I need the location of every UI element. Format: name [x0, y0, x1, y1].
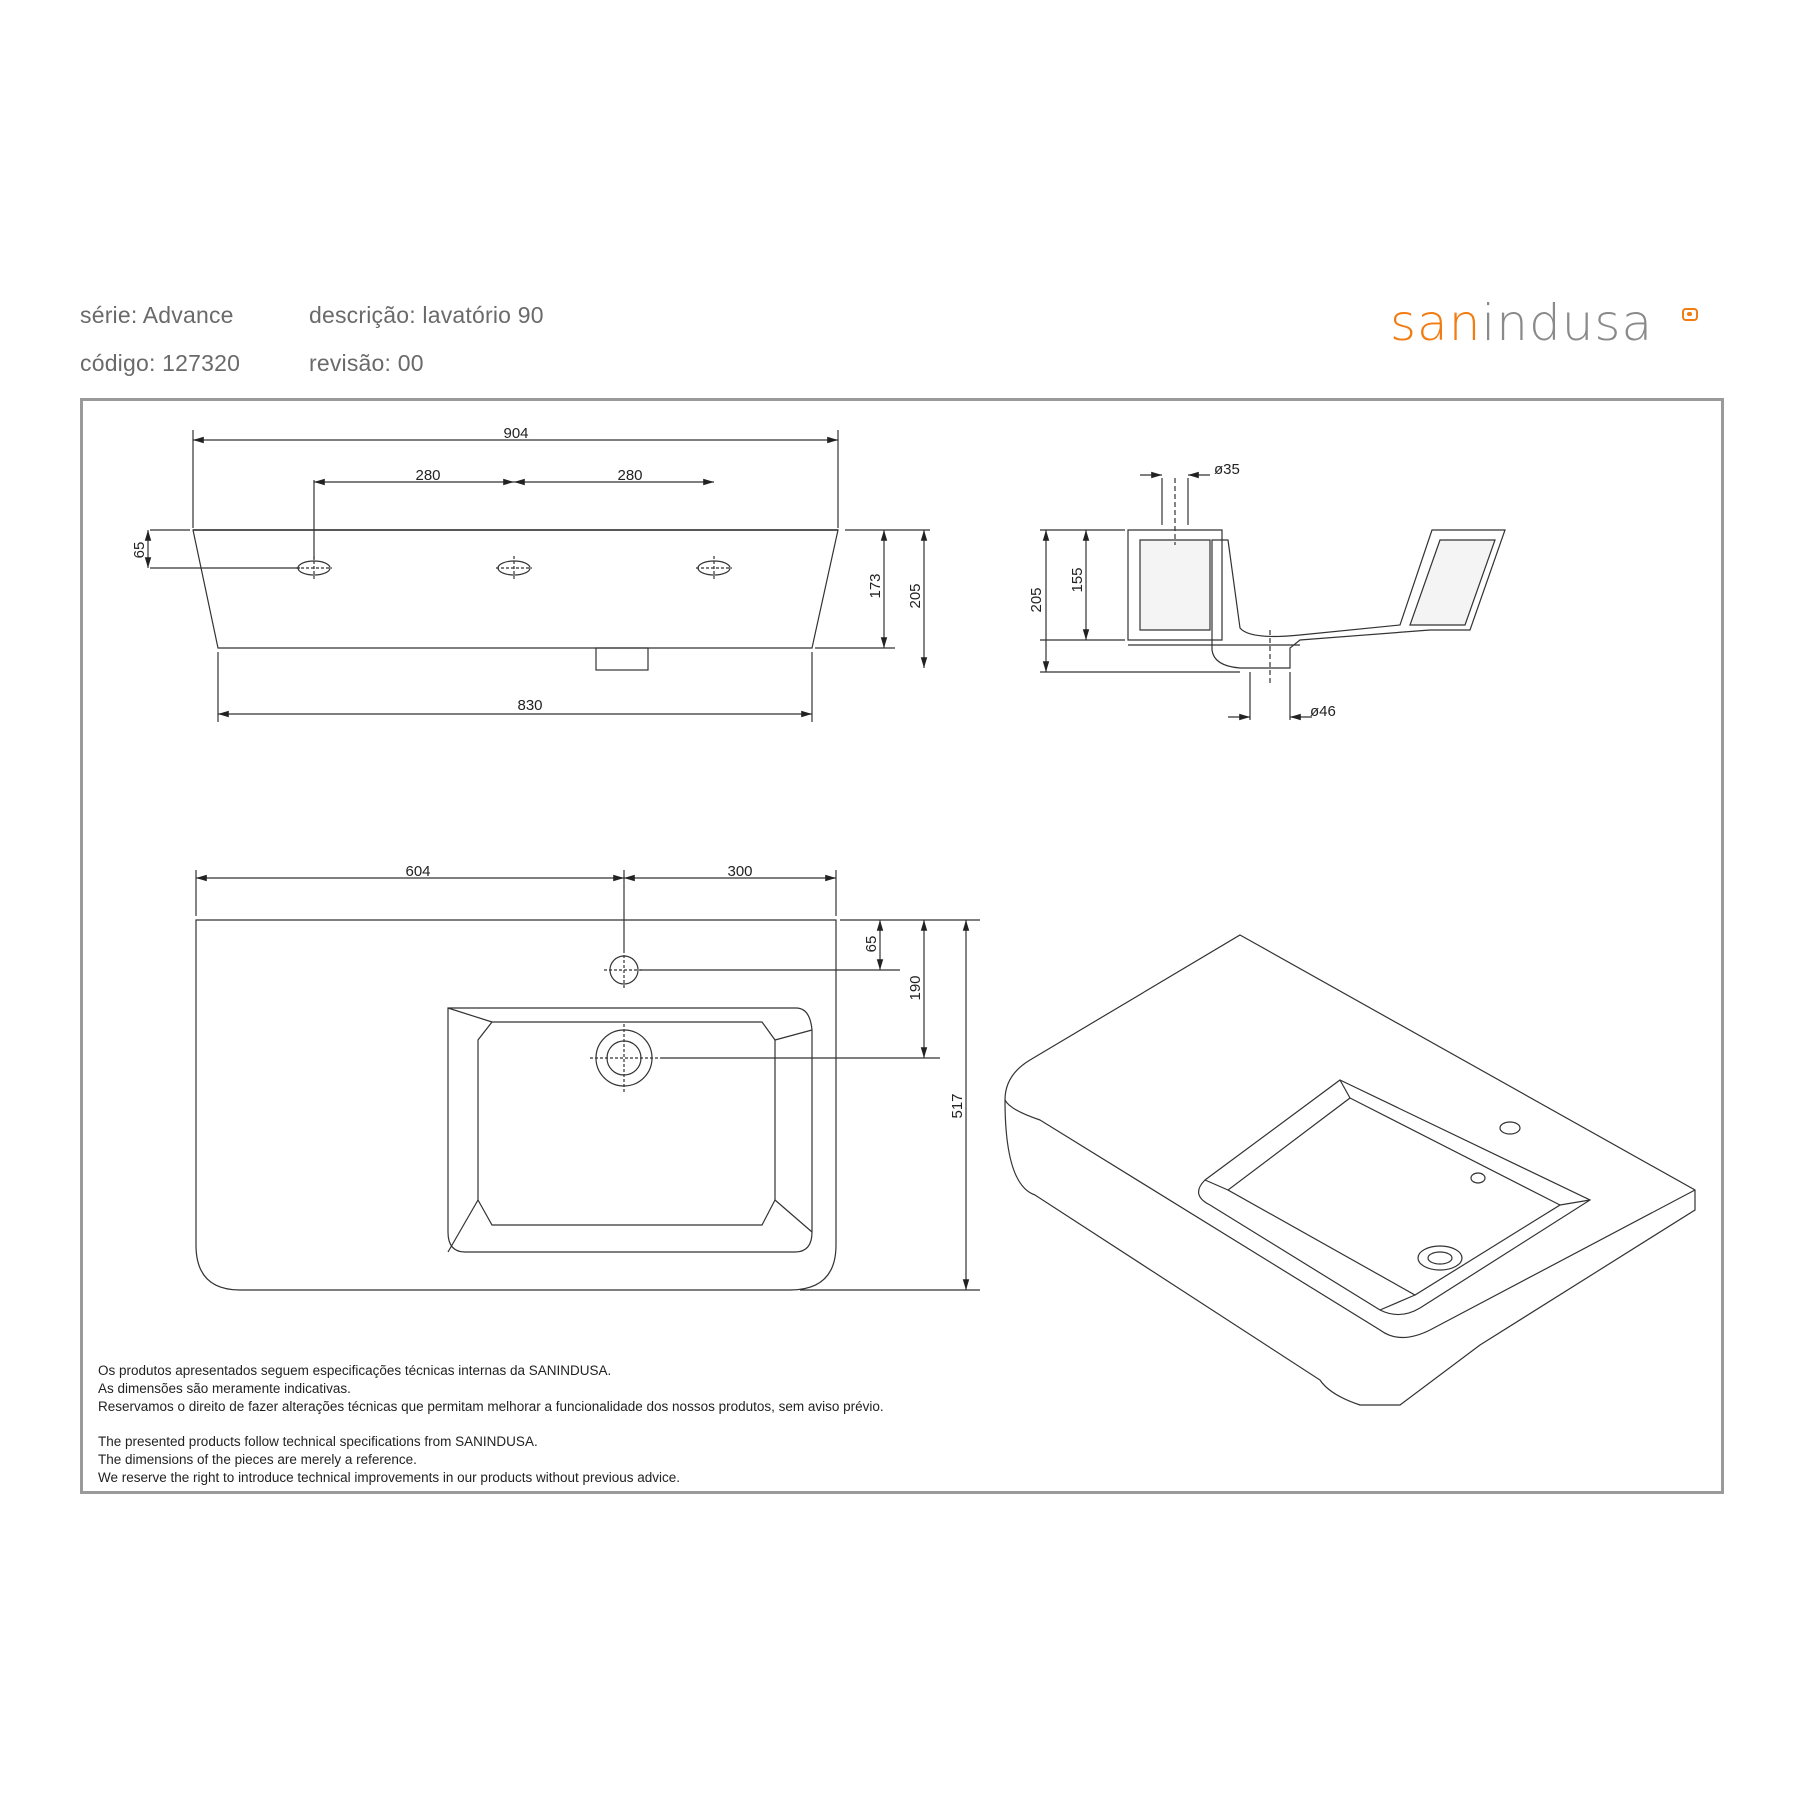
- dim-text-173: 173: [867, 573, 884, 598]
- front-tap-hole-right: [696, 556, 732, 580]
- logo-part-b: indusa: [1481, 294, 1654, 352]
- dim-text-904: 904: [503, 425, 528, 442]
- iso-waste-drain: [1417, 1245, 1463, 1271]
- note-pt-2: As dimensões são meramente indicativas.: [98, 1381, 351, 1396]
- logo-mark-icon: [1682, 308, 1698, 321]
- note-pt-3: Reservamos o direito de fazer alterações…: [98, 1399, 884, 1414]
- dim-text-155: 155: [1069, 567, 1086, 592]
- revisao-label: revisão: 00: [309, 350, 424, 376]
- dim-text-65-front: 65: [131, 542, 148, 559]
- dim-text-ø35: ø35: [1214, 461, 1240, 478]
- sanindusa-logo: sanindusa: [1390, 298, 1653, 348]
- isometric-view: [1004, 934, 1696, 1406]
- top-waste-drain: [590, 1024, 658, 1092]
- front-view: [144, 430, 930, 722]
- dim-text-280-right: 280: [617, 467, 642, 484]
- iso-outline: [1004, 934, 1696, 1406]
- iso-basin-bowl: [1226, 1097, 1562, 1296]
- front-view-outline: [192, 529, 839, 649]
- iso-top-edge: [1004, 1099, 1696, 1339]
- side-basin-section: [1211, 529, 1506, 669]
- side-back-wall: [1127, 529, 1223, 641]
- top-view-outline: [195, 919, 837, 1291]
- note-en-1: The presented products follow technical …: [98, 1434, 538, 1449]
- dim-text-ø46: ø46: [1310, 703, 1336, 720]
- note-pt-1: Os produtos apresentados seguem especifi…: [98, 1363, 612, 1378]
- codigo-label: código: 127320: [80, 350, 241, 376]
- note-en-3: We reserve the right to introduce techni…: [98, 1470, 681, 1485]
- serie-label: série: Advance: [80, 302, 234, 328]
- dim-text-205-front: 205: [907, 583, 924, 608]
- dim-text-205-side: 205: [1028, 587, 1045, 612]
- top-basin-inner: [477, 1021, 776, 1226]
- top-view: [195, 870, 980, 1291]
- dim-text-280-left: 280: [415, 467, 440, 484]
- dim-text-604: 604: [405, 863, 430, 880]
- drawing-frame: [80, 398, 1724, 1494]
- top-tap-hole: [604, 950, 644, 990]
- dim-text-65-top: 65: [863, 936, 880, 953]
- front-tap-hole-center: [496, 556, 532, 580]
- iso-basin-rim: [1198, 1079, 1592, 1316]
- top-basin-outer: [447, 1007, 813, 1253]
- iso-overflow-hole: [1470, 1172, 1486, 1184]
- dim-text-190: 190: [907, 975, 924, 1000]
- descricao-label: descrição: lavatório 90: [309, 302, 544, 328]
- front-waste-outlet: [595, 647, 649, 671]
- iso-tap-hole: [1499, 1121, 1521, 1135]
- dim-text-517: 517: [949, 1093, 966, 1118]
- logo-part-a: san: [1390, 294, 1482, 352]
- dim-text-830: 830: [517, 697, 542, 714]
- dim-text-300: 300: [727, 863, 752, 880]
- note-en-2: The dimensions of the pieces are merely …: [98, 1452, 417, 1467]
- side-section-view: [1040, 471, 1506, 721]
